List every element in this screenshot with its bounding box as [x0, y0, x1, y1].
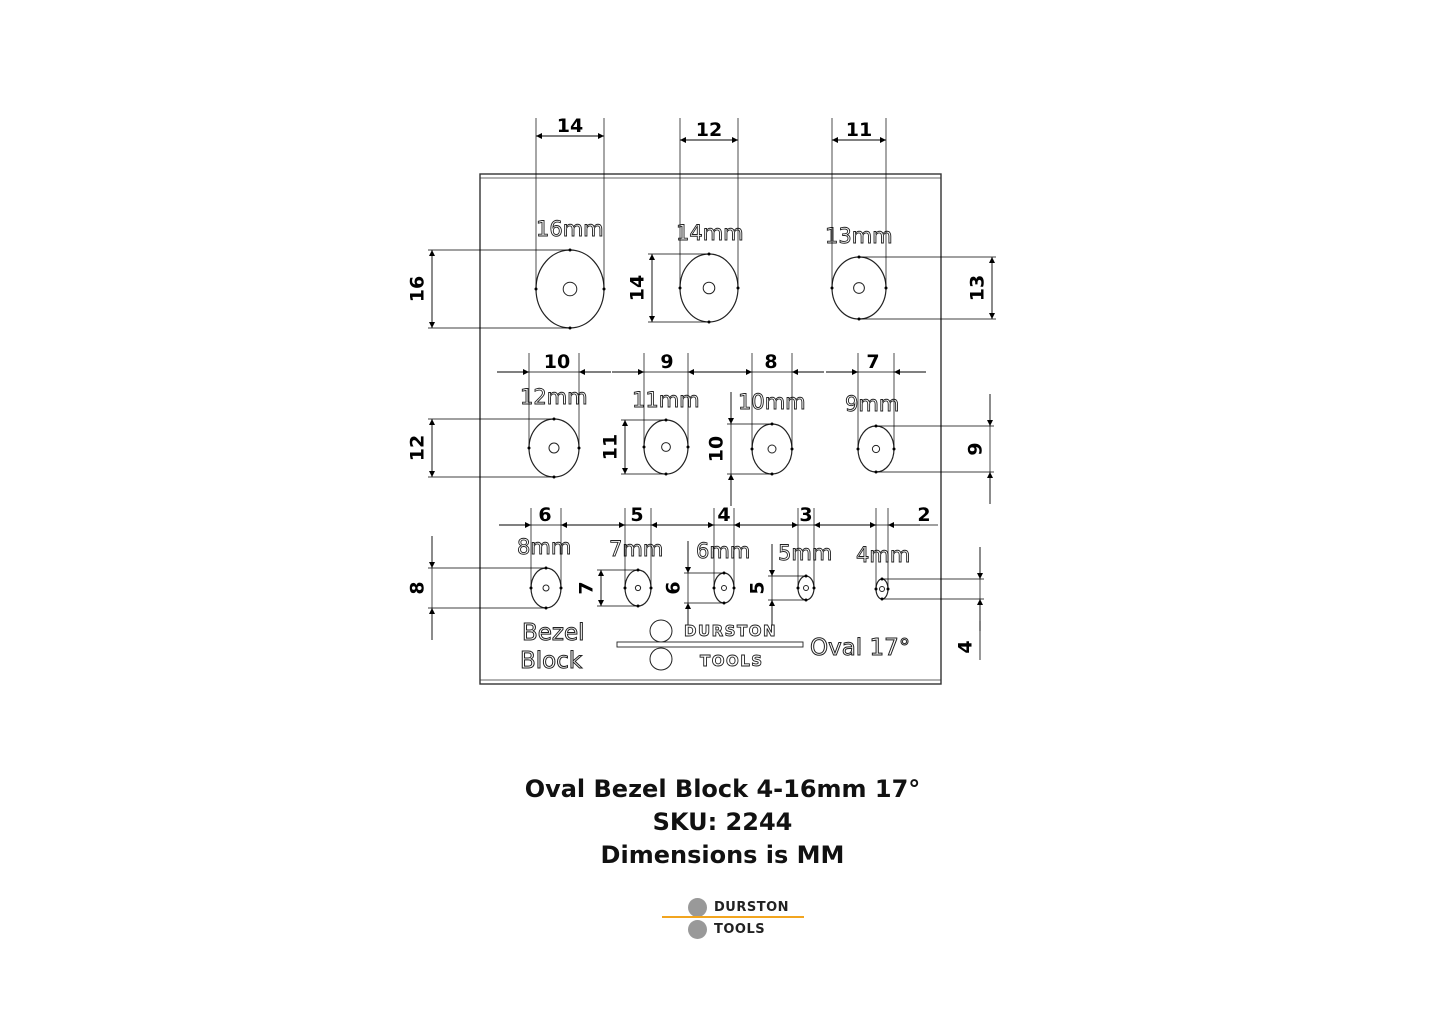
height-dimension: 13 [967, 275, 989, 301]
footer-logo-line1: DURSTON [714, 900, 790, 915]
block-brand-line1: DURSTON [684, 622, 777, 640]
hole-center-pin [702, 281, 716, 295]
hole-size-label: 9mm [845, 392, 899, 416]
footer-logo-circle-top-icon [688, 898, 707, 917]
block-label-line1: Bezel [522, 620, 585, 646]
hole-center-pin [542, 584, 550, 592]
footer-logo: DURSTON TOOLS [662, 896, 807, 940]
hole-size-label: 8mm [517, 535, 571, 559]
block-angle-label: Oval 17° [810, 635, 910, 661]
width-dimension: 5 [630, 504, 643, 526]
hole-size-label: 11mm [632, 388, 700, 412]
block-brand-logo: DURSTON TOOLS [616, 619, 804, 671]
hole-14mm: 14mm 12 14 [627, 118, 744, 324]
height-dimension: 9 [965, 442, 987, 455]
hole-size-label: 6mm [696, 539, 750, 563]
caption-units: Dimensions is MM [600, 841, 845, 869]
footer-logo-accent-bar [662, 916, 804, 918]
block-brand-line2: TOOLS [700, 652, 764, 670]
hole-8mm: 8mm 6 8 [407, 504, 593, 640]
hole-center-pin [562, 281, 578, 297]
hole-center-pin [661, 442, 671, 452]
height-dimension: 6 [663, 581, 685, 594]
hole-size-label: 16mm [536, 217, 604, 241]
width-dimension: 4 [717, 504, 730, 526]
hole-7mm: 7mm 5 7 [576, 504, 683, 608]
width-dimension: 6 [538, 504, 551, 526]
height-dimension: 11 [600, 434, 622, 460]
width-dimension: 10 [544, 351, 570, 373]
hole-5mm: 5mm 3 5 [747, 504, 846, 632]
hole-16mm: 16mm 14 16 [407, 115, 606, 330]
hole-center-pin [879, 586, 885, 592]
hole-size-label: 10mm [738, 390, 806, 414]
hole-13mm: 13mm 11 13 [825, 118, 996, 321]
hole-12mm: 12mm 10 12 [407, 351, 611, 479]
height-dimension: 10 [706, 436, 728, 462]
hole-center-pin [721, 585, 727, 591]
width-dimension: 11 [846, 119, 872, 141]
block-label-line2: Block [520, 648, 583, 674]
holes-layer: 16mm141614mm121413mm111312mm101211mm9111… [407, 115, 996, 660]
height-dimension: 14 [627, 275, 649, 301]
logo-circle-bottom-icon [649, 647, 673, 671]
height-dimension: 4 [955, 640, 977, 653]
hole-center-pin [871, 444, 881, 454]
hole-center-pin [767, 444, 777, 454]
hole-center-pin [634, 584, 642, 592]
hole-10mm: 10mm 8 10 [706, 351, 824, 506]
hole-size-label: 5mm [778, 541, 832, 565]
hole-9mm: 9mm 7 9 [826, 351, 994, 504]
footer-logo-line2: TOOLS [714, 922, 766, 937]
width-dimension: 14 [557, 115, 583, 137]
width-dimension: 8 [764, 351, 777, 373]
width-dimension: 9 [660, 351, 673, 373]
width-dimension: 12 [696, 119, 722, 141]
hole-11mm: 11mm 9 11 [600, 351, 720, 476]
hole-center-pin [548, 442, 560, 454]
width-dimension: 7 [866, 351, 879, 373]
hole-size-label: 4mm [856, 543, 910, 567]
block-outline [479, 173, 942, 685]
height-dimension: 12 [407, 435, 429, 461]
width-dimension: 3 [799, 504, 812, 526]
hole-center-pin [853, 282, 865, 294]
hole-size-label: 13mm [825, 224, 893, 248]
hole-size-label: 14mm [676, 221, 744, 245]
height-dimension: 8 [407, 581, 429, 594]
footer-logo-circle-bottom-icon [688, 920, 707, 939]
width-dimension: 2 [917, 504, 930, 526]
hole-4mm: 4mm 2 4 [844, 504, 984, 654]
height-dimension: 7 [576, 581, 598, 594]
height-dimension: 5 [747, 581, 769, 594]
hole-center-pin [803, 585, 809, 591]
hole-6mm: 6mm 4 6 [663, 504, 766, 635]
caption-sku: SKU: 2244 [652, 808, 793, 836]
caption-title: Oval Bezel Block 4-16mm 17° [524, 775, 921, 803]
hole-size-label: 12mm [520, 385, 588, 409]
logo-circle-top-icon [649, 619, 673, 643]
hole-size-label: 7mm [609, 537, 663, 561]
height-dimension: 16 [407, 276, 429, 302]
